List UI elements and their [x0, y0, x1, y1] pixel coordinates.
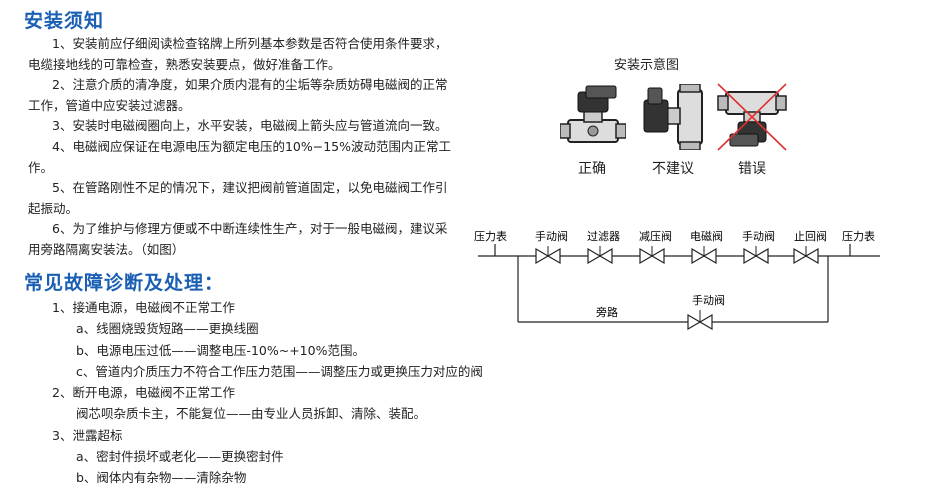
component-label: 止回阀	[794, 229, 827, 243]
cross-line-icon	[717, 83, 787, 151]
label-wrong: 错误	[738, 161, 766, 177]
fault-item: 2、断开电源，电磁阀不正常工作	[52, 385, 235, 401]
label-correct: 正确	[578, 161, 606, 177]
install-paragraph-5: 5、在管路刚性不足的情况下，建议把阀前管道固定，以免电磁阀工作引起振动。	[28, 180, 448, 216]
valve-icon	[793, 246, 819, 265]
install-paragraph-6: 6、为了维护与修理方便或不中断连续性生产，对于一般电磁阀，建议采用旁路隔离安装法…	[28, 221, 448, 257]
component-label: 压力表	[474, 229, 507, 243]
bypass-label: 旁路	[596, 305, 618, 319]
fault-item: 3、泄露超标	[52, 427, 123, 443]
install-paragraph-4: 4、电磁阀应保证在电源电压为额定电压的10%−15%波动范围内正常工作。	[28, 139, 451, 175]
fault-item: a、线圈烧毁货短路——更换线圈	[76, 321, 259, 337]
valve-icon	[587, 246, 613, 265]
fault-item: b、电源电压过低——调整电压-10%~+10%范围。	[76, 342, 365, 358]
component-label: 电磁阀	[690, 229, 723, 243]
valve-not-recommended-image	[643, 84, 703, 150]
fault-item: 1、接通电源，电磁阀不正常工作	[52, 300, 235, 315]
fault-item: 阀芯呗杂质卡主，不能复位——由专业人员拆卸、清除、装配。	[76, 406, 427, 422]
label-not-recommended: 不建议	[652, 161, 694, 177]
fault-item: a、密封件损坏或老化——更换密封件	[76, 449, 284, 465]
faults-title: 常见故障诊断及处理：	[24, 272, 225, 294]
valve-icon	[535, 246, 561, 265]
bypass-pipeline-diagram: 压力表 手动阀 过滤器 减压阀 电磁阀 手动阀 止回阀 压力表 旁路 手动阀	[474, 229, 880, 331]
install-paragraph-3: 3、安装时电磁阀圈向上，水平安装，电磁阀上箭头应与管道流向一致。	[52, 118, 448, 133]
install-paragraph-1: 1、安装前应仔细阅读检查铭牌上所列基本参数是否符合使用条件要求，电缆接地线的可靠…	[28, 36, 448, 72]
fault-list: 1、接通电源，电磁阀不正常工作 a、线圈烧毁货短路——更换线圈 b、电源电压过低…	[52, 297, 483, 489]
component-label: 压力表	[842, 229, 875, 243]
component-label: 手动阀	[742, 229, 775, 243]
bypass-valve-icon	[687, 310, 713, 331]
component-label: 过滤器	[587, 230, 620, 243]
valve-icon	[639, 246, 665, 265]
fault-item: b、阀体内有杂物——清除杂物	[76, 470, 247, 486]
fault-item: c、管道内介质压力不符合工作压力范围——调整压力或更换压力对应的阀	[76, 363, 483, 379]
install-title: 安装须知	[24, 10, 105, 32]
component-label: 手动阀	[535, 229, 568, 243]
valve-icon	[743, 246, 769, 265]
bypass-valve-label: 手动阀	[692, 293, 725, 307]
component-label: 减压阀	[639, 229, 672, 243]
install-paragraph-2: 2、注意介质的清净度，如果介质内混有的尘垢等杂质妨碍电磁阀的正常工作，管道中应安…	[28, 77, 448, 113]
valve-icon	[691, 246, 717, 265]
valve-correct-image	[560, 85, 626, 143]
diagram-caption: 安装示意图	[614, 58, 680, 73]
valve-wrong-image	[717, 83, 787, 151]
